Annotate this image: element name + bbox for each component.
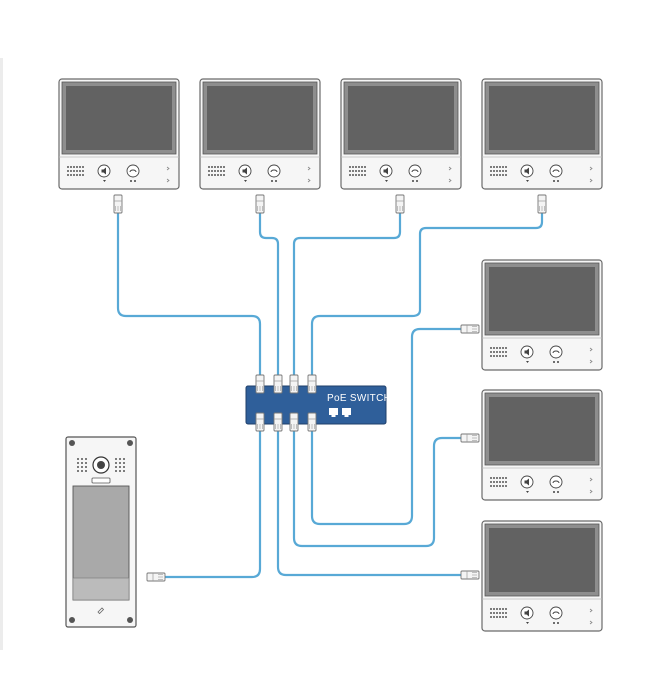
cable-monitor-3	[292, 210, 402, 378]
rj45-connector-icon	[460, 433, 480, 443]
rj45-connector-icon	[113, 194, 123, 214]
rj45-connector-icon	[307, 374, 317, 394]
monitor-1	[58, 78, 180, 190]
speaker-grille-icon	[77, 458, 125, 472]
monitor-6	[481, 389, 603, 501]
rj45-connector-icon	[255, 374, 265, 394]
rj45-connector-icon	[537, 194, 547, 214]
monitor-7	[481, 520, 603, 632]
outdoor-station	[65, 436, 137, 628]
rj45-connector-icon	[460, 570, 480, 580]
rj45-connector-icon	[307, 412, 317, 432]
rj45-connector-icon	[460, 324, 480, 334]
poe-switch: PoE SWITCH	[245, 385, 391, 425]
rj45-connector-icon	[289, 412, 299, 432]
monitor-2	[199, 78, 321, 190]
cable-monitor-5	[310, 327, 464, 526]
left-edge-divider	[0, 58, 3, 650]
switch-label: PoE SWITCH	[327, 393, 391, 404]
rj45-connector-icon	[255, 412, 265, 432]
rj45-connector-icon	[273, 374, 283, 394]
rj45-connector-icon	[255, 194, 265, 214]
cable-monitor-7	[276, 428, 464, 577]
cable-monitor-1	[116, 210, 262, 378]
network-cables	[116, 210, 544, 579]
rj45-connector-icon	[273, 412, 283, 432]
monitor-5	[481, 259, 603, 371]
rj45-connector-icon	[395, 194, 405, 214]
cable-monitor-2	[258, 210, 280, 378]
rj45-connector-icon	[146, 572, 166, 582]
cable-monitor-4	[310, 210, 544, 378]
cable-door-station	[154, 428, 262, 579]
rj45-connector-icon	[289, 374, 299, 394]
monitor-4	[481, 78, 603, 190]
monitor-3	[340, 78, 462, 190]
cable-monitor-6	[292, 428, 464, 548]
